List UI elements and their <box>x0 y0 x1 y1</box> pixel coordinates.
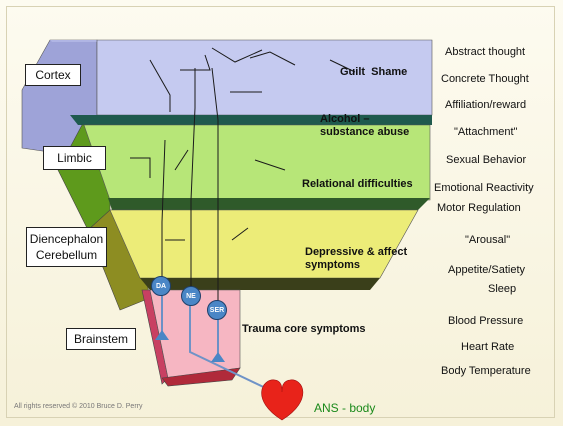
symptom-trauma-text: Trauma core symptoms <box>242 323 366 335</box>
norepinephrine-circle-text: NE <box>186 293 196 300</box>
diencephalon-label-text: Diencephalon <box>27 231 106 247</box>
function-abstract-thought: Abstract thought <box>445 46 525 59</box>
symptom-guilt-shame: Guilt Shame <box>340 66 407 79</box>
norepinephrine-circle: NE <box>181 286 201 306</box>
function-attachment: "Attachment" <box>454 126 517 139</box>
symptom-relational-text: Relational difficulties <box>302 178 413 190</box>
ans-body-label: ANS - body <box>314 401 375 415</box>
diencephalon-base-band <box>140 278 380 290</box>
symptom-trauma: Trauma core symptoms <box>242 323 366 336</box>
symptom-alcohol-line1: Alcohol – <box>320 113 409 126</box>
copyright-notice: All rights reserved © 2010 Bruce D. Perr… <box>14 403 143 410</box>
symptom-depressive: Depressive & affect symptoms <box>305 246 407 272</box>
symptom-relational: Relational difficulties <box>302 178 413 191</box>
function-arousal: "Arousal" <box>465 234 510 247</box>
diencephalon-cerebellum-label: Diencephalon Cerebellum <box>26 227 107 267</box>
symptom-depressive-line1: Depressive & affect <box>305 246 407 259</box>
limbic-label: Limbic <box>43 146 106 170</box>
symptom-alcohol: Alcohol – substance abuse <box>320 113 409 139</box>
cerebellum-label-text: Cerebellum <box>27 247 106 263</box>
serotonin-circle-text: SER <box>210 307 224 314</box>
function-emotional-reactivity: Emotional Reactivity <box>434 182 534 195</box>
dopamine-circle: DA <box>151 276 171 296</box>
function-concrete-thought: Concrete Thought <box>441 73 529 86</box>
cortex-label: Cortex <box>25 64 81 86</box>
heart-icon <box>262 380 303 420</box>
brainstem-label-text: Brainstem <box>74 332 128 346</box>
function-motor-regulation: Motor Regulation <box>437 202 521 215</box>
function-sleep: Sleep <box>488 283 516 296</box>
function-appetite-satiety: Appetite/Satiety <box>448 264 525 277</box>
symptom-alcohol-line2: substance abuse <box>320 126 409 139</box>
dopamine-circle-text: DA <box>156 283 166 290</box>
serotonin-circle: SER <box>207 300 227 320</box>
brainstem-label: Brainstem <box>66 328 136 350</box>
function-heart-rate: Heart Rate <box>461 341 514 354</box>
symptom-depressive-line2: symptoms <box>305 259 407 272</box>
function-sexual-behavior: Sexual Behavior <box>446 154 526 167</box>
limbic-label-text: Limbic <box>57 151 92 165</box>
function-affiliation-reward: Affiliation/reward <box>445 99 526 112</box>
symptom-guilt-shame-text: Guilt Shame <box>340 66 407 78</box>
function-body-temperature: Body Temperature <box>441 365 531 378</box>
limbic-base-band <box>108 198 430 210</box>
function-blood-pressure: Blood Pressure <box>448 315 523 328</box>
cortex-label-text: Cortex <box>35 68 70 82</box>
